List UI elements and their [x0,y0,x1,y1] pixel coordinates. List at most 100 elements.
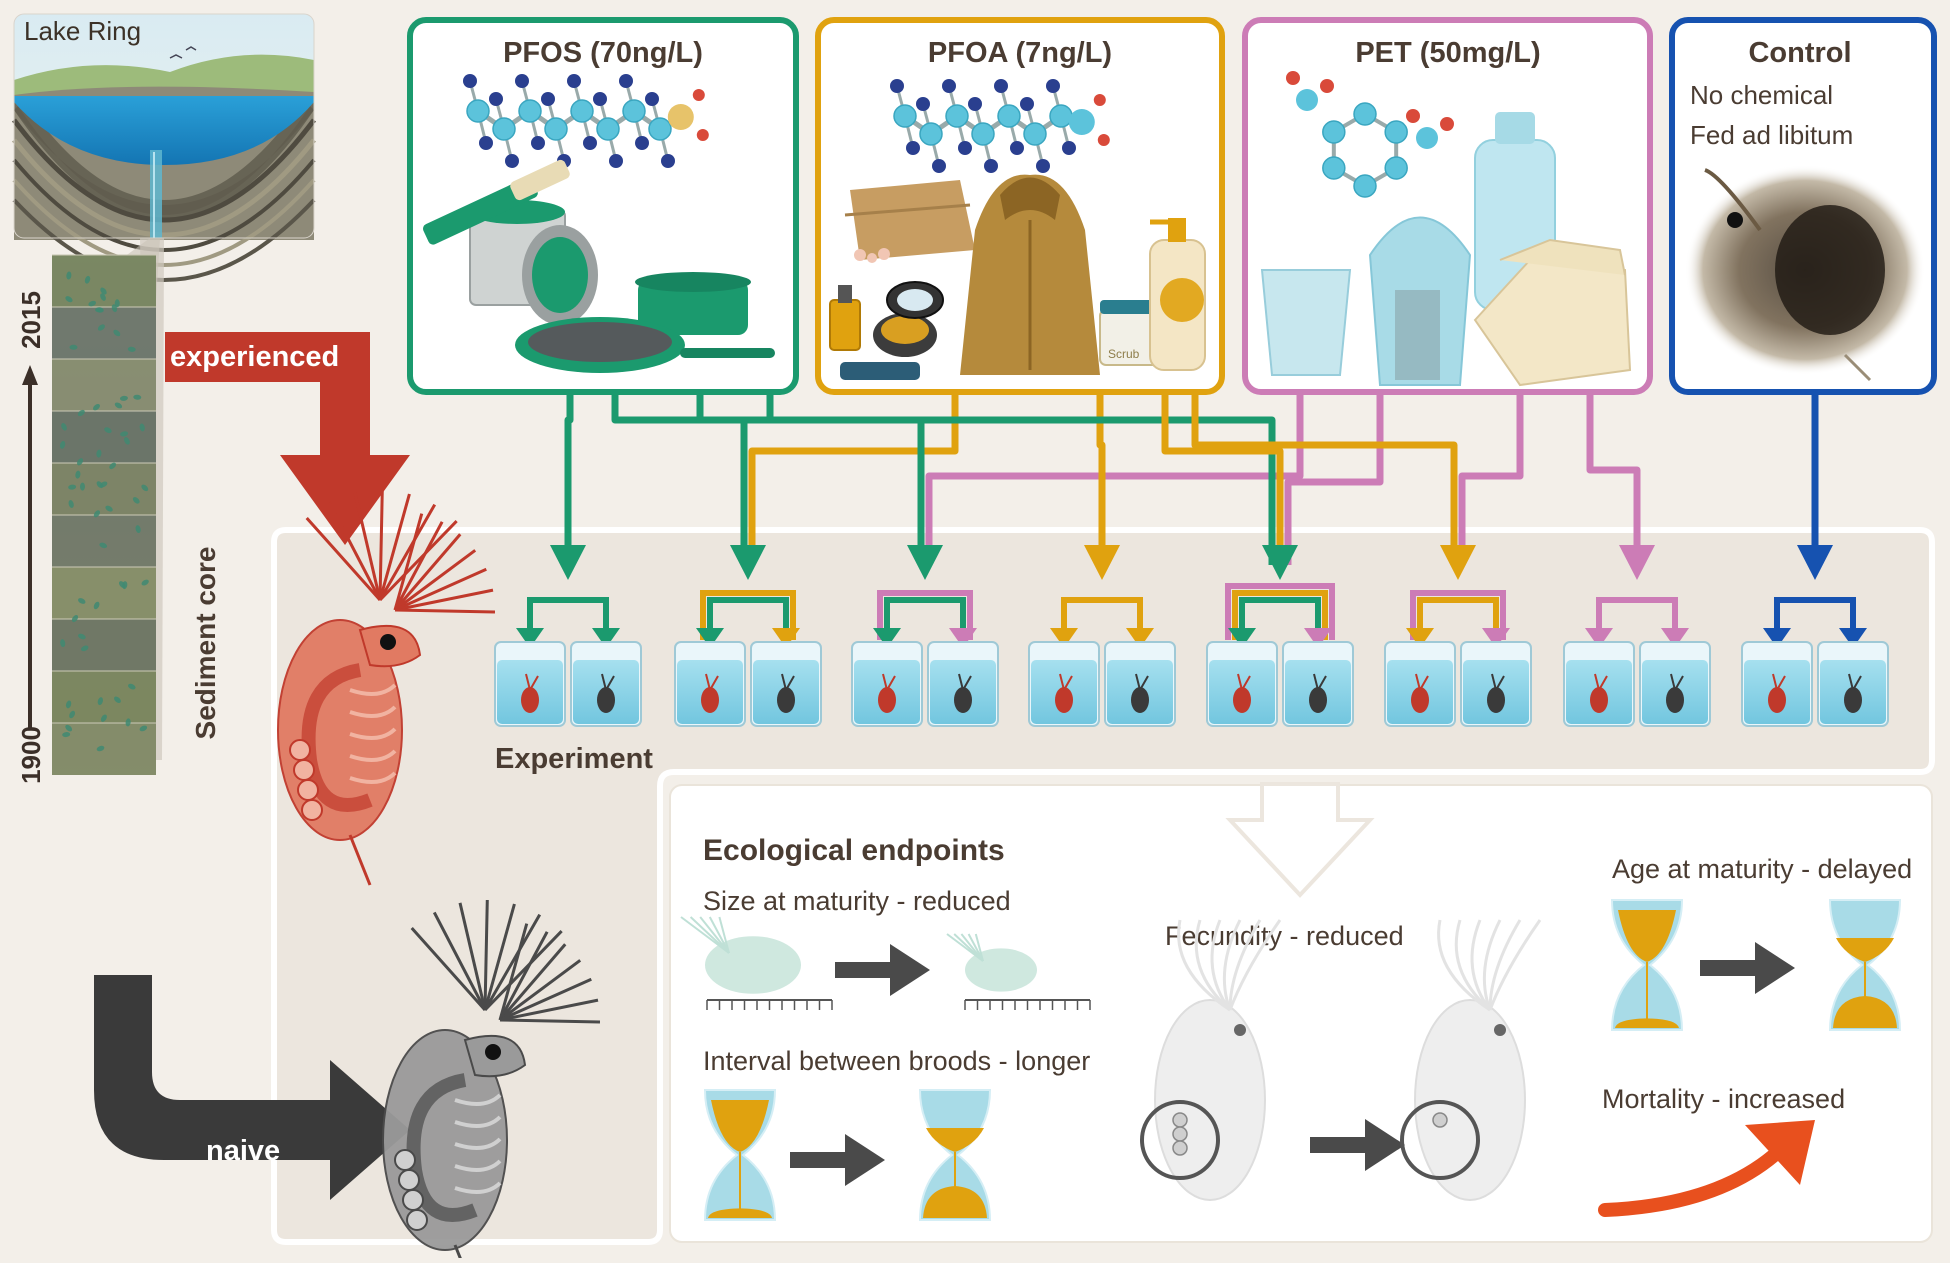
faded-antenna [1454,919,1491,1012]
connector-arrowhead [1797,545,1833,580]
pfoa-carbon-atom [1049,104,1073,128]
endpoint-interval: Interval between broods - longer [703,1046,1090,1076]
sediment-layer [52,671,156,723]
paint-brush-icon [423,177,538,245]
ephippium-speck [100,287,107,295]
ephippium-speck [69,710,76,719]
antenna-line [718,916,730,954]
small-daphnia-icon [1768,687,1786,713]
split-connector-pfoa [1232,590,1328,640]
ephippium-speck [84,275,91,284]
faded-antenna [1437,919,1491,1012]
small-daphnia-antenna [882,673,896,691]
ephippium-speck [132,497,140,504]
pfos-oxygen-atom [696,129,709,141]
egg-icon [1172,1126,1188,1142]
small-daphnia-antenna [1415,673,1429,691]
pfoa-fluorine-atom [994,79,1008,93]
daphnia-limb [349,683,397,696]
paint-lid-inner-icon [532,237,588,313]
pfos-fluorine-atom [463,74,477,88]
daphnia-egg [293,759,315,781]
split-connector-control [1774,597,1856,640]
faded-daphnia-icon [1414,999,1526,1201]
split-connector-pet [1225,583,1335,640]
lake-title: Lake Ring [24,16,141,46]
age-arrow [1700,960,1760,976]
split-connector-pet [1410,590,1506,640]
experienced-label: experienced [170,341,339,373]
endpoints-chevron-arrow [1225,782,1375,898]
pfoa-carbon-atom [893,104,917,128]
ephippium-speck [109,462,117,470]
ephippium-speck [96,745,105,752]
experiment-label: Experiment [495,743,653,775]
daphnia-egg [289,739,311,761]
small-daphnia-icon [521,687,539,713]
antenna-branch [394,549,477,612]
connector-pfos [766,392,1276,565]
split-arrowhead [1585,628,1613,648]
ephippium-speck [93,510,101,518]
antenna-branch [393,533,462,611]
pfoa-fluorine-atom [984,159,998,173]
pet-carbon-atom [1353,102,1377,126]
naive-label: naive [206,1135,280,1167]
age-hourglass-icon-sand-top [1836,938,1894,962]
small-daphnia-icon [1055,687,1073,713]
pfoa-head-atom [1068,109,1095,135]
magnifier-icon [1400,1100,1480,1180]
ephippium-speck [65,700,72,709]
pfoa-oxygen-atom [1093,94,1106,106]
ephippium-speck [105,505,113,512]
pfoa-carbon-atom [971,122,995,146]
small-daphnia-antenna [1491,673,1505,691]
pet-oxygen-atom [1286,71,1300,85]
pfos-fluorine-atom [489,92,503,106]
connector-pfoa [1161,392,1284,565]
ephippium-speck [95,307,104,313]
small-daphnia-antenna [958,673,972,691]
pfoa-carbon-atom [997,104,1021,128]
fecundity-arrow [1310,1137,1370,1153]
antenna-line [974,933,984,962]
small-daphnia-icon [878,687,896,713]
frying-pan-handle-icon [680,348,775,358]
split-arrowhead [873,628,901,648]
small-daphnia-icon [1844,687,1862,713]
ephippium-speck [124,437,130,445]
sediment-layer [52,619,156,671]
split-arrowhead [1126,628,1154,648]
control-line-2: Fed ad libitum [1690,120,1853,150]
ephippium-speck [62,732,71,738]
daphnia-limb [349,705,397,718]
antenna-branch [499,1018,601,1024]
small-daphnia-icon [1590,687,1608,713]
pfoa-fluorine-atom [1062,141,1076,155]
pet-oxygen-atom [1440,117,1454,131]
pfos-carbon-atom [518,99,542,123]
small-daphnia-antenna [1059,673,1073,691]
daphnia-eye [380,634,396,650]
pfoa-fluorine-atom [968,97,982,111]
mortality-arrow [1598,1143,1787,1217]
naive-daphnia [382,899,601,1263]
antenna-line [967,933,984,962]
sediment-layer [52,359,156,411]
pfos-fluorine-atom [619,74,633,88]
faded-antenna [1194,919,1231,1012]
connector-arrowhead [1440,545,1476,580]
ephippium-speck [114,696,121,704]
antenna-branch [498,943,567,1021]
pfos-carbon-atom [570,99,594,123]
daphnia-egg [406,1209,428,1231]
split-arrowhead [1839,628,1867,648]
ephippium-speck [100,293,106,301]
ephippium-speck [68,484,77,490]
daphnia-gut [406,1073,478,1222]
connector-pet [1458,392,1524,565]
pet-carbon-atom [1322,120,1346,144]
pfos-fluorine-atom [583,136,597,150]
sediment-layers [52,254,156,775]
ephippium-speck [65,296,73,303]
